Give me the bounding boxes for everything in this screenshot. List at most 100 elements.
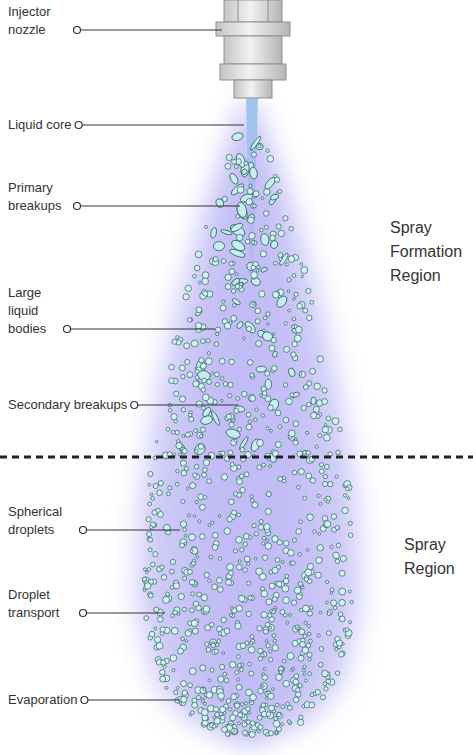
droplet xyxy=(299,715,303,719)
droplet xyxy=(258,525,263,530)
droplet xyxy=(225,163,231,169)
droplet xyxy=(243,337,246,340)
leader-line xyxy=(134,404,238,405)
droplet xyxy=(220,377,224,381)
droplet xyxy=(181,681,187,687)
droplet xyxy=(274,261,278,265)
droplet xyxy=(231,439,237,445)
part-label: Secondary breakups xyxy=(8,396,127,414)
droplet xyxy=(252,523,256,527)
droplet xyxy=(287,705,292,710)
droplet xyxy=(290,669,293,672)
droplet xyxy=(261,612,267,618)
liquid-body xyxy=(260,266,268,273)
droplet xyxy=(143,568,146,571)
droplet xyxy=(246,611,251,616)
droplet xyxy=(266,712,271,717)
droplet xyxy=(250,694,257,701)
droplet xyxy=(148,483,151,486)
part-label: Primary breakups xyxy=(8,179,70,215)
droplet xyxy=(175,430,179,434)
droplet xyxy=(191,592,195,596)
droplet xyxy=(181,408,186,413)
droplet xyxy=(310,368,316,374)
droplet xyxy=(148,502,152,506)
droplet xyxy=(260,251,266,257)
droplet xyxy=(246,720,250,724)
droplet xyxy=(191,620,198,627)
droplet xyxy=(326,631,331,636)
droplet xyxy=(255,408,258,411)
liquid-body xyxy=(255,143,263,151)
droplet xyxy=(335,671,339,675)
droplet xyxy=(148,548,152,552)
droplet xyxy=(336,450,341,455)
liquid-body xyxy=(231,278,248,286)
liquid-body xyxy=(213,241,225,251)
droplet xyxy=(236,283,242,289)
droplet xyxy=(250,395,256,401)
droplet xyxy=(326,580,329,583)
droplet xyxy=(224,678,229,683)
droplet xyxy=(187,569,192,574)
liquid-body xyxy=(246,213,256,224)
droplet xyxy=(310,606,314,610)
droplet xyxy=(190,608,195,613)
droplet xyxy=(327,612,331,616)
droplet xyxy=(257,439,264,446)
droplet xyxy=(248,394,255,401)
droplet xyxy=(190,483,196,489)
droplet xyxy=(238,712,243,717)
droplet xyxy=(206,692,213,699)
droplet xyxy=(199,434,202,437)
droplet xyxy=(336,543,341,548)
droplet xyxy=(228,708,231,711)
droplet xyxy=(222,727,228,733)
droplet xyxy=(248,646,255,653)
droplet xyxy=(169,378,175,384)
droplet xyxy=(190,711,194,715)
droplet xyxy=(275,703,279,707)
droplet xyxy=(246,412,251,417)
droplet xyxy=(294,335,301,342)
droplet xyxy=(287,290,290,293)
liquid-body xyxy=(230,182,246,197)
droplet xyxy=(301,405,306,410)
droplet xyxy=(207,479,212,484)
droplet xyxy=(170,569,175,574)
droplet xyxy=(229,262,233,266)
droplet xyxy=(186,487,189,490)
leader-lines xyxy=(64,27,245,704)
droplet xyxy=(231,289,236,294)
droplet xyxy=(229,613,232,616)
droplet xyxy=(229,571,234,576)
droplet xyxy=(306,473,312,479)
part-label: Injector nozzle xyxy=(8,3,70,39)
nozzle-tip xyxy=(234,80,272,98)
droplet xyxy=(220,715,225,720)
droplet xyxy=(211,372,214,375)
droplet xyxy=(222,300,225,303)
droplet xyxy=(292,640,298,646)
droplet xyxy=(307,579,312,584)
droplet xyxy=(150,493,153,496)
droplet xyxy=(326,416,331,421)
droplet xyxy=(302,669,305,672)
droplet xyxy=(208,679,211,682)
droplet xyxy=(291,561,295,565)
droplet xyxy=(310,300,314,304)
droplet xyxy=(261,653,265,657)
droplet xyxy=(289,430,296,437)
droplet xyxy=(283,216,288,221)
droplet xyxy=(293,297,296,300)
liquid-body xyxy=(234,405,245,412)
droplet xyxy=(260,228,263,231)
droplet xyxy=(304,621,307,624)
droplet xyxy=(201,594,207,600)
droplet xyxy=(250,499,254,503)
droplet xyxy=(158,481,163,486)
droplet xyxy=(348,590,351,593)
droplet xyxy=(183,294,189,300)
droplet xyxy=(212,724,216,728)
droplet xyxy=(261,414,264,417)
